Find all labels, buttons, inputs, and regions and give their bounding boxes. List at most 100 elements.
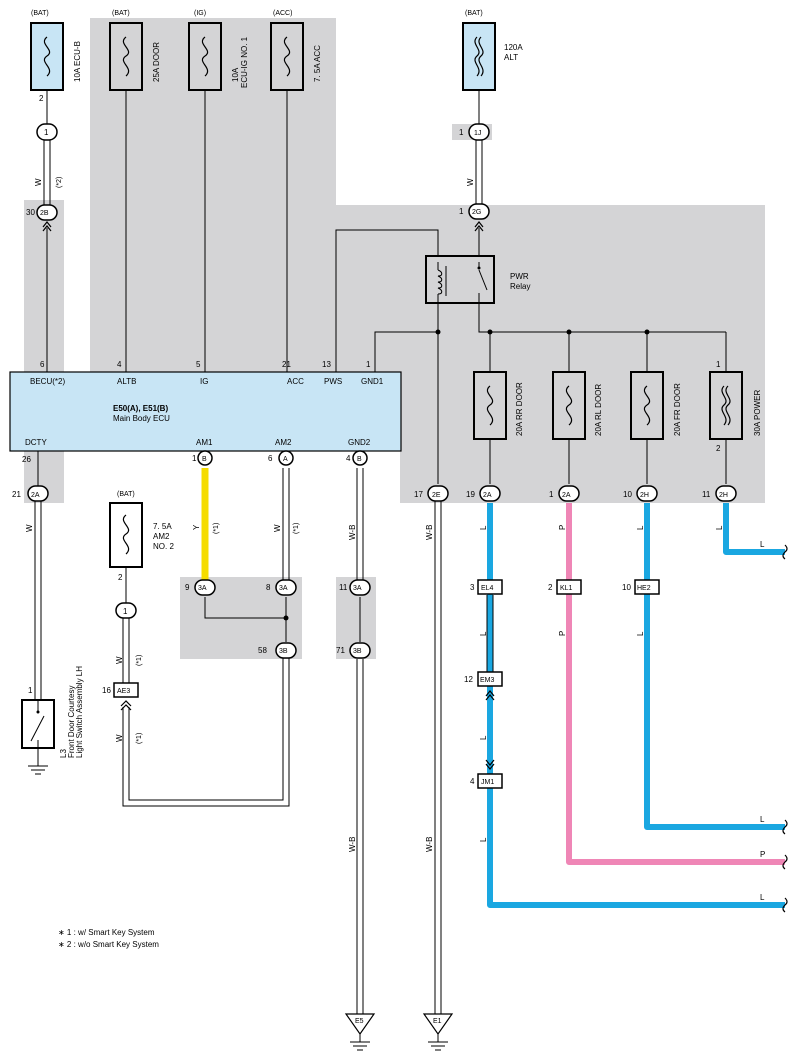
connector-2h-power: 2H 11 bbox=[702, 485, 737, 502]
svg-text:2A: 2A bbox=[562, 492, 571, 499]
svg-text:(BAT): (BAT) bbox=[31, 10, 49, 17]
pin-num: 26 bbox=[22, 455, 31, 464]
pin-num: 13 bbox=[322, 360, 331, 369]
svg-text:AE3: AE3 bbox=[117, 688, 130, 695]
pin-num: 1 bbox=[192, 454, 197, 463]
ecu-pin-acc: ACC bbox=[287, 377, 304, 386]
svg-text:B: B bbox=[357, 456, 362, 463]
svg-text:3A: 3A bbox=[198, 585, 207, 592]
svg-text:1: 1 bbox=[459, 207, 464, 216]
svg-text:20A RL DOOR: 20A RL DOOR bbox=[594, 384, 603, 436]
svg-text:E5: E5 bbox=[355, 1018, 364, 1025]
svg-text:1: 1 bbox=[459, 128, 464, 137]
svg-text:4: 4 bbox=[470, 777, 475, 786]
svg-text:1: 1 bbox=[123, 607, 128, 616]
svg-text:W-B: W-B bbox=[348, 837, 357, 852]
pin-num: 6 bbox=[40, 360, 45, 369]
svg-text:19: 19 bbox=[466, 490, 475, 499]
svg-text:2H: 2H bbox=[719, 492, 728, 499]
svg-text:W: W bbox=[466, 178, 475, 186]
svg-text:3B: 3B bbox=[353, 648, 362, 655]
svg-text:3A: 3A bbox=[279, 585, 288, 592]
fuse-rl-door: 20A RL DOOR bbox=[552, 371, 603, 440]
svg-text:7. 5A: 7. 5A bbox=[153, 522, 172, 531]
connector-1-am2: 1 bbox=[115, 602, 137, 619]
fuse-rr-door: 20A RR DOOR bbox=[473, 371, 524, 440]
fuse-ecu-b: (BAT) 10A ECU-B 2 bbox=[30, 10, 82, 103]
svg-text:16: 16 bbox=[102, 686, 111, 695]
svg-text:Y: Y bbox=[192, 524, 201, 530]
svg-text:2: 2 bbox=[118, 573, 123, 582]
svg-text:1: 1 bbox=[44, 128, 49, 137]
svg-text:W-B: W-B bbox=[348, 525, 357, 540]
svg-text:(BAT): (BAT) bbox=[112, 10, 130, 17]
svg-text:(*1): (*1) bbox=[293, 523, 300, 534]
connector-chevrons bbox=[42, 221, 495, 770]
svg-text:71: 71 bbox=[336, 646, 345, 655]
connector-2a-rl: 2A1 bbox=[549, 485, 580, 502]
svg-text:L: L bbox=[479, 735, 488, 740]
fuse-am2: (BAT) 7. 5A AM2 NO. 2 2 bbox=[109, 491, 174, 582]
svg-text:ECU-IG NO. 1: ECU-IG NO. 1 bbox=[240, 36, 249, 88]
svg-text:10: 10 bbox=[623, 490, 632, 499]
svg-text:B: B bbox=[202, 456, 207, 463]
svg-text:AM2: AM2 bbox=[153, 532, 170, 541]
pin-num: 4 bbox=[346, 454, 351, 463]
connector-3b-71: 3B 71 bbox=[336, 642, 371, 659]
ground-e5: E5 bbox=[344, 1013, 376, 1051]
fuse-door: (BAT) 25A DOOR bbox=[109, 10, 161, 91]
ecu-pin-altb: ALTB bbox=[117, 377, 136, 386]
svg-text:2E: 2E bbox=[432, 492, 441, 499]
door-courtesy-switch: 1 L3 Front Door Courtesy Light Switch As… bbox=[21, 666, 84, 758]
svg-text:11: 11 bbox=[702, 490, 711, 499]
colored-wires bbox=[201, 468, 785, 908]
ecu-pin-becu: BECU(*2) bbox=[30, 377, 65, 386]
inline-jm1: JM1 4 bbox=[470, 773, 503, 789]
svg-text:NO. 2: NO. 2 bbox=[153, 542, 174, 551]
svg-text:58: 58 bbox=[258, 646, 267, 655]
svg-text:2B: 2B bbox=[40, 210, 49, 217]
svg-text:2: 2 bbox=[716, 444, 721, 453]
svg-text:JM1: JM1 bbox=[481, 779, 494, 786]
svg-text:(*2): (*2) bbox=[56, 177, 63, 188]
connector-1-top: 1 bbox=[36, 123, 58, 141]
svg-text:1J: 1J bbox=[474, 130, 481, 137]
svg-text:2: 2 bbox=[548, 583, 553, 592]
svg-text:10A ECU-B: 10A ECU-B bbox=[73, 41, 82, 82]
svg-text:(IG): (IG) bbox=[194, 10, 206, 17]
svg-text:P: P bbox=[558, 525, 567, 530]
svg-text:2G: 2G bbox=[472, 209, 481, 216]
footnotes: ∗ 1 : w/ Smart Key System ∗ 2 : w/o Smar… bbox=[58, 928, 159, 949]
svg-text:L3: L3 bbox=[59, 749, 68, 758]
svg-text:9: 9 bbox=[185, 583, 190, 592]
ecu-pin-gnd2: GND2 bbox=[348, 438, 371, 447]
inline-ae3: AE3 16 bbox=[102, 682, 139, 698]
svg-text:W: W bbox=[25, 524, 34, 532]
svg-text:PWR: PWR bbox=[510, 272, 529, 281]
connector-2g: 2G 1 bbox=[459, 203, 490, 220]
svg-text:E1: E1 bbox=[433, 1018, 442, 1025]
pin-num: 1 bbox=[366, 360, 371, 369]
svg-text:11: 11 bbox=[339, 583, 348, 592]
ecu-title: E50(A), E51(B) bbox=[113, 404, 168, 413]
svg-text:25A DOOR: 25A DOOR bbox=[152, 42, 161, 82]
svg-text:(*1): (*1) bbox=[136, 733, 143, 744]
svg-text:(BAT): (BAT) bbox=[465, 10, 483, 17]
svg-text:2A: 2A bbox=[31, 492, 40, 499]
fuse-alt: (BAT) 120A ALT bbox=[462, 10, 523, 91]
svg-text:30A POWER: 30A POWER bbox=[753, 390, 762, 436]
svg-text:A: A bbox=[283, 456, 288, 463]
pink-wire-rl bbox=[566, 503, 785, 865]
svg-text:EM3: EM3 bbox=[480, 677, 495, 684]
svg-text:(ACC): (ACC) bbox=[273, 10, 292, 17]
ecu-pin-pws: PWS bbox=[324, 377, 342, 386]
